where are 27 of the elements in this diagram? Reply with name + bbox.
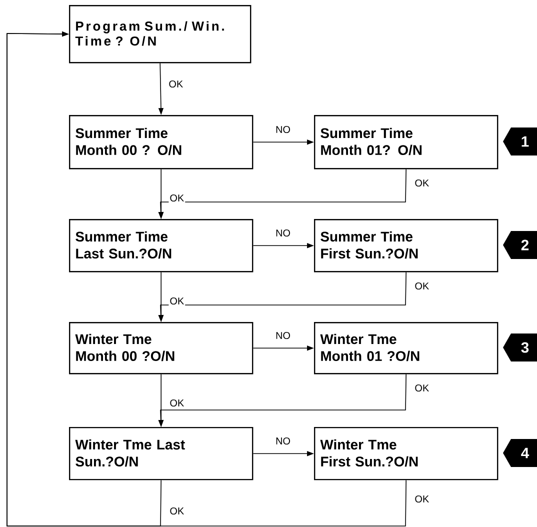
callout-tag: 1 bbox=[503, 128, 537, 156]
edge-label: OK bbox=[170, 297, 184, 305]
process-box: Summer Time First Sun.?O/N bbox=[314, 219, 498, 272]
callout-tag: 4 bbox=[503, 439, 537, 467]
edge-label: OK bbox=[170, 399, 184, 407]
edge-label: NO bbox=[276, 437, 290, 445]
edge-label: OK bbox=[170, 507, 184, 515]
edge-label: NO bbox=[276, 229, 290, 237]
process-box: Winter Tme Last Sun.?O/N bbox=[69, 427, 254, 480]
process-box: Winter Tme First Sun.?O/N bbox=[314, 427, 498, 480]
edge-label: OK bbox=[415, 282, 429, 290]
callout-tag: 3 bbox=[503, 334, 537, 362]
process-box: Summer Time Last Sun.?O/N bbox=[69, 219, 254, 272]
edge-label: OK bbox=[415, 384, 429, 392]
edge-label: OK bbox=[170, 194, 184, 202]
edge-label: OK bbox=[415, 495, 429, 503]
process-box: Program Sum./ Win. Time ? O/N bbox=[69, 5, 252, 64]
arrow bbox=[6, 31, 406, 526]
process-box: Winter Tme Month 01 ?O/N bbox=[314, 322, 498, 374]
process-box: Summer Time Month 00 ? O/N bbox=[69, 115, 254, 170]
edge-label: NO bbox=[276, 332, 290, 340]
process-box: Summer Time Month 01? O/N bbox=[314, 115, 498, 170]
process-box: Winter Tme Month 00 ?O/N bbox=[69, 322, 254, 374]
edge-label: OK bbox=[415, 179, 429, 187]
callout-tag: 2 bbox=[503, 231, 537, 259]
edge-label: OK bbox=[169, 80, 183, 88]
edge-label: NO bbox=[276, 126, 290, 134]
